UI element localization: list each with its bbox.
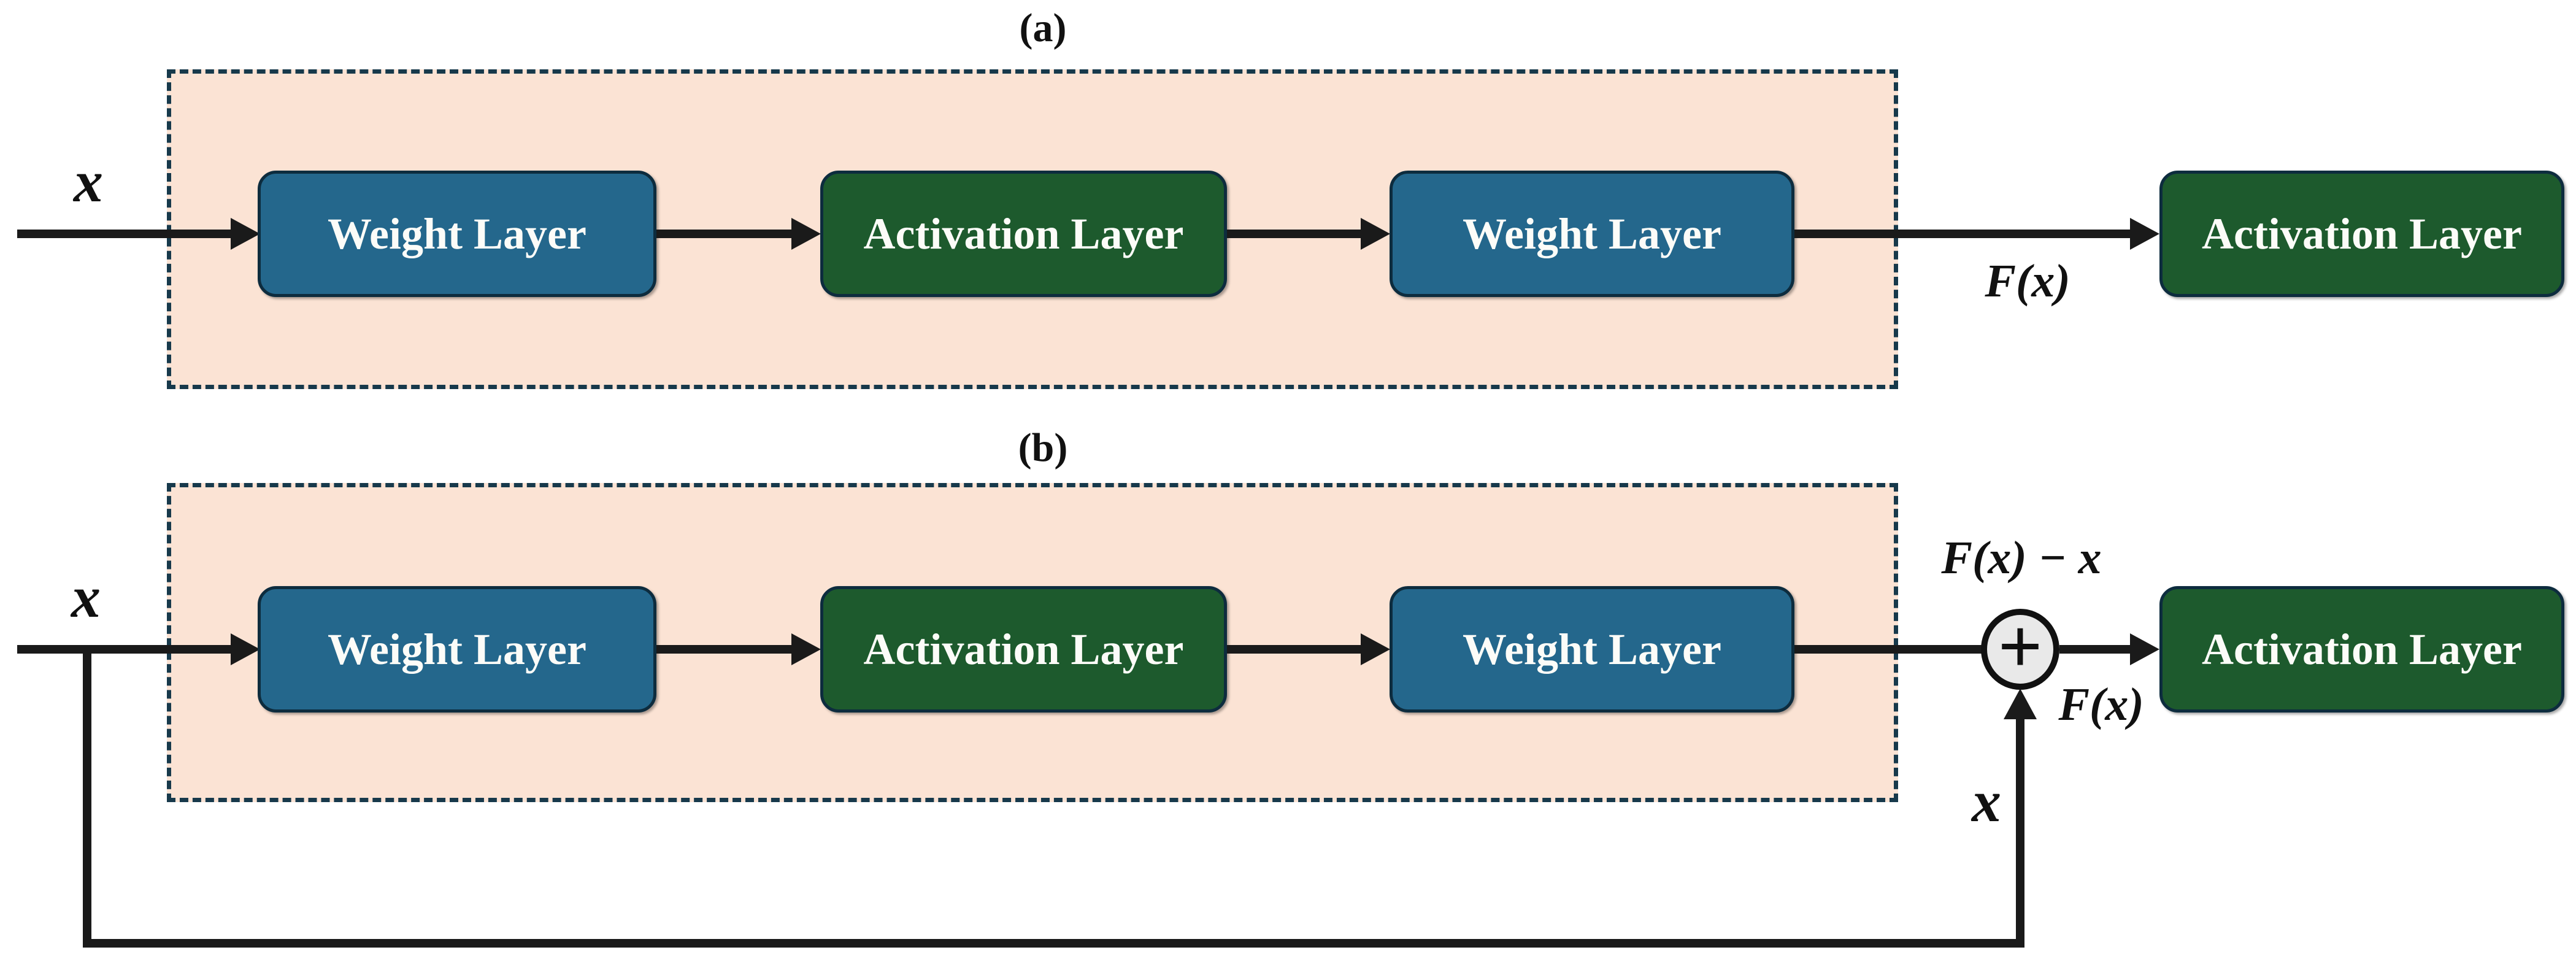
panel-b-output-line [2059,645,2132,654]
sum-node: + [1981,603,2059,690]
panel-a-weight-layer-1: Weight Layer [258,171,656,297]
panel-a-output-line [1794,230,2132,238]
panel-a-input-arrowhead-icon [231,218,260,250]
panel-b-connector-2-arrowhead-icon [1361,633,1390,665]
panel-b-residual-label: F(x) − x [1941,532,2102,584]
panel-b-weight-layer-2: Weight Layer [1390,586,1794,713]
panel-a-input-line [17,230,233,238]
panel-b-title: (b) [1018,425,1068,470]
panel-a-weight-layer-2-label: Weight Layer [1463,209,1721,258]
panel-a-connector-2 [1227,230,1364,238]
panel-b-input-arrowhead-icon [231,633,260,665]
panel-b-connector-1-arrowhead-icon [791,633,821,665]
panel-a-output-arrowhead-icon [2130,218,2159,250]
panel-b-weight-layer-2-label: Weight Layer [1463,624,1721,674]
panel-b-connector-1 [656,645,795,654]
panel-b-sum-output-label: F(x) [2058,679,2144,730]
panel-b-input-label: x [71,564,101,630]
panel-b-output-activation-layer-label: Activation Layer [2202,624,2522,674]
panel-a-input-label: x [74,149,103,214]
panel-a-connector-1 [656,230,795,238]
panel-a-output-activation-layer: Activation Layer [2159,171,2564,297]
panel-b-weight-layer-1-label: Weight Layer [328,624,586,674]
panel-b-connector-2 [1227,645,1364,654]
skip-connection-arrowhead-icon [2004,689,2037,719]
panel-a-output-activation-layer-label: Activation Layer [2202,209,2522,258]
panel-b-weight-layer-1: Weight Layer [258,586,656,713]
panel-b-input-line [17,645,233,654]
panel-b-activation-layer-1-label: Activation Layer [863,624,1184,674]
skip-connection-identity-label: x [1972,768,2001,834]
panel-a-title: (a) [1019,6,1067,50]
skip-connection-left-line [83,645,91,948]
panel-a-weight-layer-2: Weight Layer [1390,171,1794,297]
panel-b-activation-layer-1: Activation Layer [820,586,1227,713]
skip-connection-bottom-line [83,939,2024,948]
panel-a-connector-2-arrowhead-icon [1361,218,1390,250]
panel-a-activation-layer-1: Activation Layer [820,171,1227,297]
panel-b-output-activation-layer: Activation Layer [2159,586,2564,713]
panel-a-weight-layer-1-label: Weight Layer [328,209,586,258]
plus-icon: + [1997,603,2043,690]
panel-b-residual-line [1794,645,1991,654]
panel-a-function-label: F(x) [1985,255,2070,307]
panel-a-connector-1-arrowhead-icon [791,218,821,250]
panel-a-activation-layer-1-label: Activation Layer [863,209,1184,258]
panel-b-output-arrowhead-icon [2130,633,2159,665]
skip-connection-right-line [2016,715,2024,948]
